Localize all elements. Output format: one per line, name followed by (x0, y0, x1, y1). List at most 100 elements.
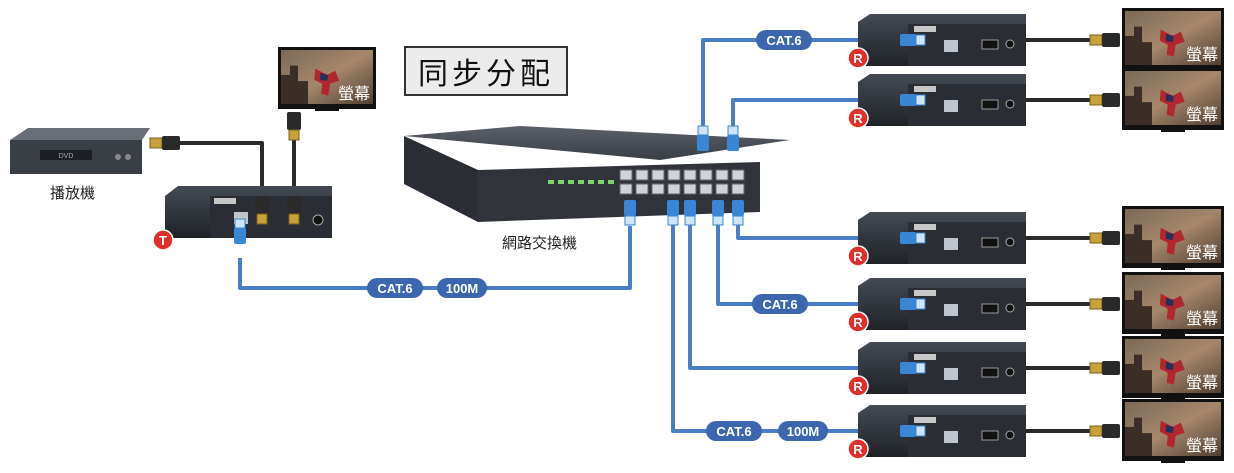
hdmi-plug-tx-out (287, 196, 301, 225)
receiver-badge-5-circle (847, 375, 869, 397)
tv-receiver-4: 螢幕 (1122, 272, 1224, 336)
rj45-switch-r6-head (667, 215, 679, 226)
hdmi-plug-receiver-6-tip (1089, 425, 1103, 437)
player-label: 播放機 (50, 184, 96, 202)
hdmi-plug-receiver-5 (1089, 361, 1120, 375)
rj45-receiver-3-boot (900, 232, 916, 244)
hdmi-plug-tx-in-body (255, 196, 269, 214)
hdmi-plug-tx-in-tip (256, 213, 268, 225)
rj45-receiver-5 (900, 362, 926, 374)
rj45-switch-r5 (684, 200, 696, 226)
receiver-5 (858, 342, 1026, 394)
rj45-switch-r5-head (684, 215, 696, 226)
receiver-5-rj45-port (944, 368, 958, 380)
receiver-3-logo-plate (914, 224, 936, 230)
hdmi-plug-receiver-1-body (1102, 33, 1120, 47)
rj45-switch-r4-head (712, 215, 724, 226)
rj45-receiver-1 (900, 34, 926, 46)
transmitter-badge: T (152, 229, 174, 251)
receiver-5-hdmi-port (981, 367, 999, 378)
switch-led (588, 180, 594, 184)
switch-led (608, 180, 614, 184)
cable-label-r1-shape (756, 30, 812, 50)
rj45-receiver-4-head (915, 298, 926, 310)
speed-label-tx: 100M (437, 278, 487, 298)
tv-receiver-2-stand (1161, 130, 1185, 132)
receiver-badge-5: R (847, 375, 869, 397)
hdmi-plug-local-tv-body (287, 112, 301, 130)
tv-local-stand (315, 109, 339, 111)
cable-label-r1-text: CAT.6 (766, 33, 801, 48)
receiver-6-rj45-port (944, 431, 958, 443)
switch-port (699, 183, 713, 195)
switch-port (683, 169, 697, 181)
rj45-switch-r3-head (732, 215, 744, 226)
receiver-2-hdmi-port (981, 99, 999, 110)
receiver-badge-5-letter: R (853, 379, 863, 394)
hdmi-plug-local-tv (287, 112, 301, 141)
cable-label-r4-shape (752, 294, 808, 314)
receiver-2-rj45-port (944, 100, 958, 112)
hdmi-plug-receiver-4 (1089, 297, 1120, 311)
hdmi-plug-receiver-1 (1089, 33, 1120, 47)
receiver-badge-2-circle (847, 107, 869, 129)
switch-port (635, 169, 649, 181)
rj45-receiver-6-head (915, 425, 926, 437)
rj45-switch-r2 (727, 125, 739, 151)
receiver-badge-1: R (847, 47, 869, 69)
rj45-switch-r2-boot (727, 135, 739, 151)
receiver-6-logo-plate (914, 417, 936, 423)
rj45-switch-r1-head (697, 125, 709, 136)
receiver-badge-3-letter: R (853, 249, 863, 264)
hdmi-plug-receiver-2-tip (1089, 94, 1103, 106)
receiver-3-power-port (1005, 237, 1015, 247)
dvd-player: DVD (10, 128, 150, 174)
hdmi-plug-receiver-3-tip (1089, 232, 1103, 244)
tv-receiver-5-figure-detail (1165, 362, 1174, 371)
hdmi-plug-receiver-3 (1089, 231, 1120, 245)
switch-port (651, 169, 665, 181)
switch-top (404, 126, 790, 160)
rj45-switch-r3-boot (732, 200, 744, 216)
receiver-4-rj45-port (944, 304, 958, 316)
switch-port (715, 169, 729, 181)
cable-label-r6-shape (706, 421, 762, 441)
hdmi-plug-receiver-4-body (1102, 297, 1120, 311)
dvd-tray (40, 150, 92, 160)
tv-receiver-3: 螢幕 (1122, 206, 1224, 270)
cable-r6 (671, 205, 920, 433)
receiver-badge-6: R (847, 438, 869, 460)
hdmi-plug-receiver-2-body (1102, 93, 1120, 107)
switch-led (598, 180, 604, 184)
receiver-1-rj45-port (944, 40, 958, 52)
receiver-4 (858, 278, 1026, 330)
tv-receiver-5-buildings (1125, 354, 1152, 393)
cable-tx-switch (238, 226, 632, 290)
hdmi-plug-receiver-5-body (1102, 361, 1120, 375)
switch-led (578, 180, 584, 184)
hdmi-plug-receiver-4-tip (1089, 298, 1103, 310)
cable-r1 (701, 38, 920, 144)
rj45-receiver-2 (900, 94, 926, 106)
receiver-2 (858, 74, 1026, 126)
rj45-switch-r4-boot (712, 200, 724, 216)
receiver-1-logo-plate (914, 26, 936, 32)
rj45-receiver-2-head (915, 94, 926, 106)
transmitter-power-port (312, 214, 324, 226)
transmitter-badge-circle (152, 229, 174, 251)
tv-receiver-4-stand (1161, 334, 1185, 336)
hdmi-plug-tx-in (255, 196, 269, 225)
switch-port (667, 183, 681, 195)
speed-label-tx-text: 100M (446, 281, 479, 296)
switch-label: 網路交換機 (502, 234, 578, 252)
tv-receiver-3-figure-detail (1165, 232, 1174, 241)
rj45-switch-r6-boot (667, 200, 679, 216)
tv-receiver-1-figure-detail (1165, 34, 1174, 43)
switch-port (731, 169, 745, 181)
rj45-receiver-4 (900, 298, 926, 310)
receiver-badge-4-circle (847, 311, 869, 333)
hdmi-cable-player (175, 141, 264, 195)
